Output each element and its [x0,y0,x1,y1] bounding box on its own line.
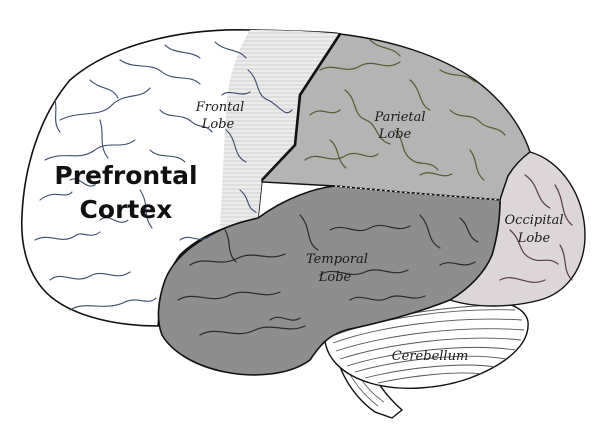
temporal-lobe-region [157,185,501,376]
prefrontal-label-line1: Prefrontal [54,161,197,190]
prefrontal-label-line2: Cortex [80,195,173,224]
temporal-label-line1: Temporal [306,252,368,267]
labels-layer: Prefrontal Cortex Frontal Lobe Parietal … [54,100,563,364]
occipital-gyri [499,174,573,283]
parietal-label-line1: Parietal [373,110,425,125]
occipital-label-line1: Occipital [505,213,564,228]
frontal-label-line1: Frontal [195,100,245,115]
temporal-gyri [177,214,479,336]
central-sulcus-line [261,33,342,181]
temporal-label-line2: Lobe [318,270,352,285]
cerebellum-label: Cerebellum [392,349,469,364]
occipital-label-line2: Lobe [517,231,551,246]
parietal-label-line2: Lobe [378,127,412,142]
parietal-temporal-border [334,185,501,201]
frontal-label-line2: Lobe [201,117,235,132]
frontal-gyri [214,41,293,213]
parietal-gyri [304,39,506,181]
prefrontal-gyri [34,44,213,311]
